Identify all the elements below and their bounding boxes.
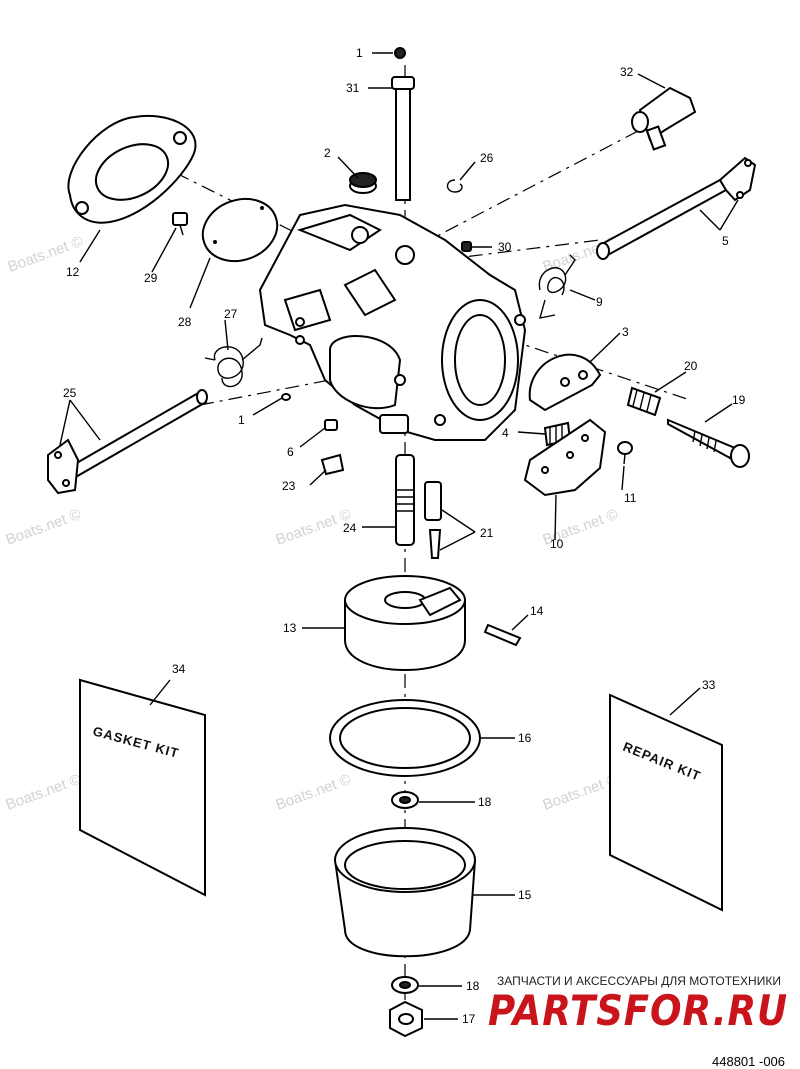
callout-13: 13 <box>283 621 297 635</box>
callout-33: 33 <box>702 678 716 692</box>
callout-10: 10 <box>550 537 564 551</box>
callout-1-lower: 1 <box>238 413 245 427</box>
callout-5: 5 <box>722 234 729 248</box>
callout-27: 27 <box>224 307 238 321</box>
callout-1: 1 <box>356 46 363 60</box>
callout-24: 24 <box>343 521 357 535</box>
plate-screw <box>617 441 633 465</box>
callout-20: 20 <box>684 359 698 373</box>
callout-labels: 1 31 32 2 26 12 29 30 5 28 27 9 3 20 25 … <box>63 46 746 1026</box>
float-bowl <box>334 827 476 958</box>
bowl-gasket <box>329 699 481 777</box>
idle-needle <box>667 418 750 468</box>
callout-12: 12 <box>66 265 80 279</box>
callout-15: 15 <box>518 888 532 902</box>
document-number: 448801 -006 <box>712 1054 785 1069</box>
main-jet <box>424 481 442 559</box>
callout-17: 17 <box>462 1012 476 1026</box>
callout-11: 11 <box>624 491 637 505</box>
callout-23: 23 <box>282 479 296 493</box>
main-nozzle <box>395 454 415 546</box>
shop-tagline: ЗАПЧАСТИ И АКСЕССУАРЫ ДЛЯ МОТОТЕХНИКИ <box>497 974 781 988</box>
retainer-clip <box>446 179 463 193</box>
bowl-nut <box>389 1000 423 1038</box>
throttle-plate <box>528 353 602 412</box>
callout-18-lower: 18 <box>466 979 480 993</box>
gasket-kit-sheet: GASKET KIT <box>79 678 206 897</box>
small-screw <box>324 419 338 431</box>
carburetor-body <box>258 203 527 441</box>
watermark: Boats.net © <box>541 771 621 814</box>
float <box>344 575 466 671</box>
shop-logo: PARTSFOR.RU <box>488 986 788 1035</box>
callout-28: 28 <box>178 315 192 329</box>
plug <box>394 47 406 59</box>
leader-lines <box>59 52 739 1020</box>
callout-34: 34 <box>172 662 186 676</box>
callout-32: 32 <box>620 65 634 79</box>
float-pin <box>483 623 522 647</box>
flange-gasket <box>67 115 197 224</box>
repair-kit-sheet: REPAIR KIT <box>609 693 723 912</box>
throttle-spring <box>538 254 576 319</box>
washer <box>391 791 419 809</box>
callout-3: 3 <box>622 325 629 339</box>
callout-2: 2 <box>324 146 331 160</box>
callout-6: 6 <box>287 445 294 459</box>
idle-tube <box>391 76 415 201</box>
callout-25: 25 <box>63 386 77 400</box>
callout-29: 29 <box>144 271 158 285</box>
callout-26: 26 <box>480 151 494 165</box>
callout-31: 31 <box>346 81 360 95</box>
washer <box>391 976 419 994</box>
callout-19: 19 <box>732 393 746 407</box>
callout-4: 4 <box>502 426 509 440</box>
watermark: Boats.net © <box>4 771 84 814</box>
choke-shaft <box>47 389 208 495</box>
watermark: Boats.net © <box>274 506 354 549</box>
callout-30: 30 <box>498 240 512 254</box>
callout-14: 14 <box>530 604 544 618</box>
throttle-shaft <box>596 156 757 260</box>
cover-plate <box>201 197 279 263</box>
choke-plate <box>523 418 607 497</box>
callout-18: 18 <box>478 795 492 809</box>
callout-9: 9 <box>596 295 603 309</box>
screw <box>320 453 345 476</box>
watermark: Boats.net © <box>4 506 84 549</box>
watermark: Boats.net © <box>274 771 354 814</box>
shop-banner: ЗАПЧАСТИ И АКСЕССУАРЫ ДЛЯ МОТОТЕХНИКИ PA… <box>488 974 788 1035</box>
plug <box>281 393 291 401</box>
callout-21: 21 <box>480 526 494 540</box>
needle-spring <box>626 386 662 417</box>
fuel-fitting <box>631 86 697 151</box>
small-screw <box>461 241 472 252</box>
choke-spring <box>204 337 263 388</box>
callout-16: 16 <box>518 731 532 745</box>
welch-plug <box>349 172 377 194</box>
screw <box>172 212 188 236</box>
